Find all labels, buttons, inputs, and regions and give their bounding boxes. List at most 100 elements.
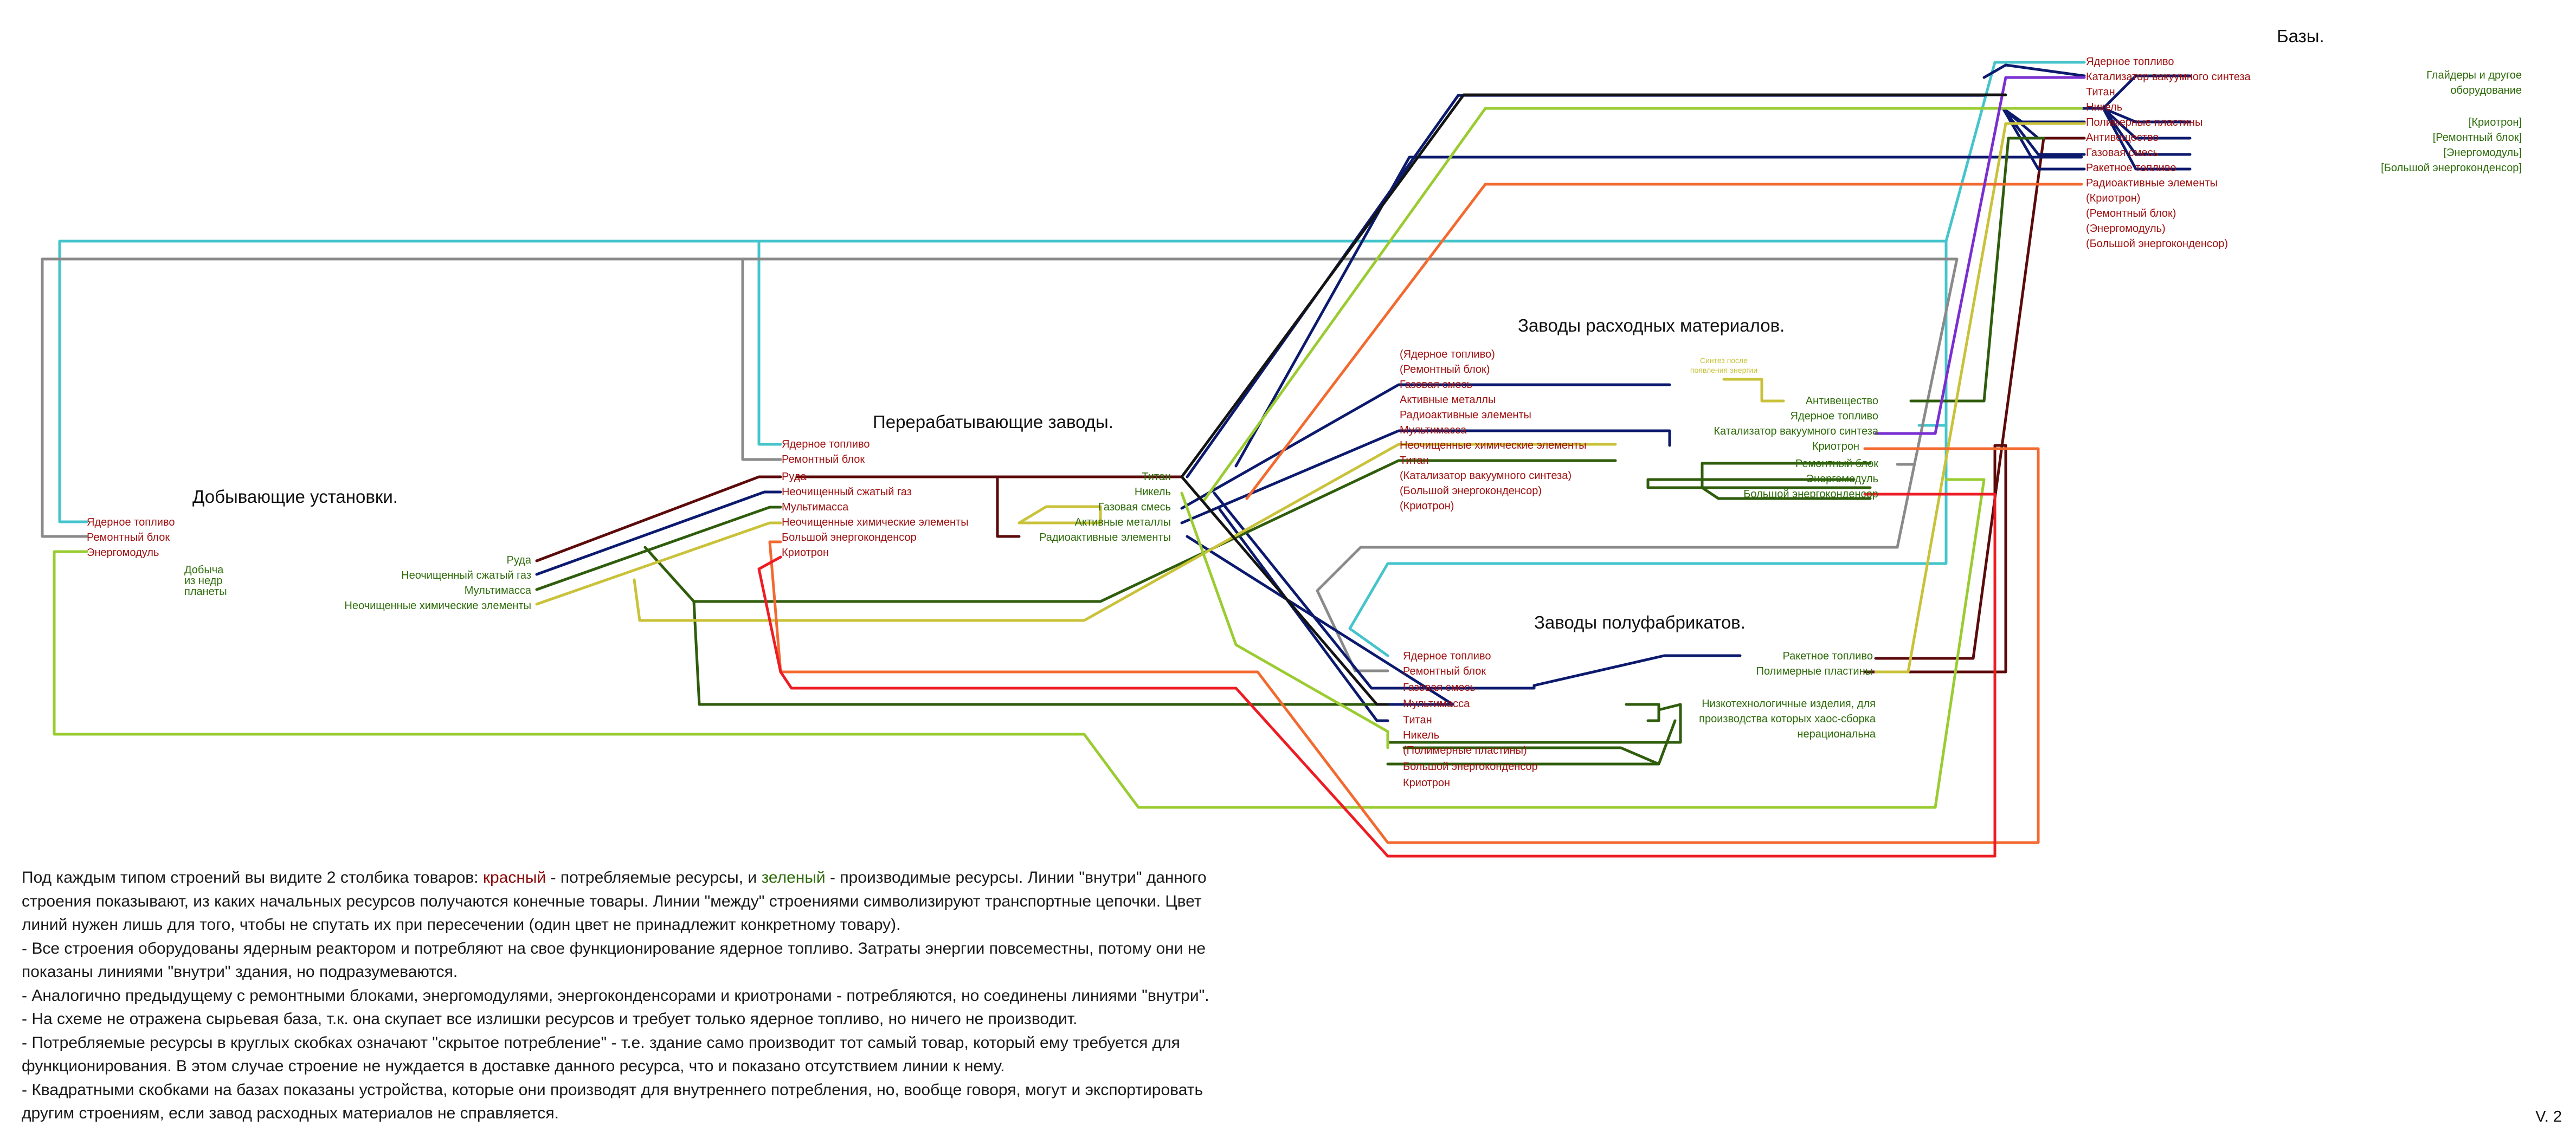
line-energy-module-lightgreen: [53, 107, 2083, 809]
semi-in-7: (Полимерные пластины): [1403, 745, 1527, 756]
consumables-in-10: (Большой энергоконденсор): [1400, 485, 1542, 497]
notes-line: другим строениям, если завод расходных м…: [22, 1104, 559, 1122]
consumables-in-8: Титан: [1400, 455, 1429, 467]
extraction-consumed-1: Ядерное топливо: [87, 516, 175, 528]
notes-line: линий нужен лишь для того, чтобы не спут…: [22, 916, 901, 934]
bases-section: Ядерное топливо Катализатор вакуумного с…: [2086, 56, 2522, 250]
bases-in-10: (Криотрон): [2086, 192, 2140, 204]
consumables-section: (Ядерное топливо) (Ремонтный блок) Газов…: [1400, 348, 1879, 512]
processing-out-3: Газовая смесь: [1098, 501, 1171, 513]
heading-consumables: Заводы расходных материалов.: [1518, 315, 1785, 335]
consumables-note-2: появления энергии: [1690, 366, 1757, 374]
extraction-consumed-2: Ремонтный блок: [87, 532, 170, 543]
consumables-in-5: Радиоактивные элементы: [1400, 409, 1531, 421]
consumables-in-11: (Криотрон): [1400, 500, 1454, 512]
notes-line: - Все строения оборудованы ядерным реакт…: [22, 939, 1206, 957]
bases-in-9: Радиоактивные элементы: [2086, 177, 2218, 189]
consumables-out-1: Антивещество: [1806, 395, 1878, 407]
processing-section: Ядерное топливо Ремонтный блок Руда Неоч…: [782, 438, 1171, 559]
extraction-out-3: Мультимасса: [465, 585, 532, 597]
extraction-source-3: планеты: [184, 586, 227, 598]
line-chemicals-olive: [535, 122, 2086, 674]
notes-line: показаны линиями "внутри" здания, но под…: [22, 963, 458, 981]
consumables-note-1: Синтез после: [1700, 356, 1748, 365]
semi-note-2: производства которых хаос-сборка: [1699, 713, 1876, 725]
notes-line: - Аналогично предыдущему с ремонтными бл…: [22, 986, 1209, 1005]
bases-in-8: Ракетное топливо: [2086, 162, 2176, 174]
extraction-out-4: Неочищенные химические элементы: [344, 600, 531, 612]
consumables-in-4: Активные металлы: [1400, 394, 1496, 406]
extraction-out-2: Неочищенный сжатый газ: [401, 570, 531, 581]
consumables-in-9: (Катализатор вакуумного синтеза): [1400, 470, 1572, 482]
processing-in-7: Большой энергоконденсор: [782, 532, 917, 543]
processing-in-4: Неочищенный сжатый газ: [782, 486, 912, 498]
consumables-out-4: Криотрон: [1812, 441, 1859, 452]
semi-in-3: Газовая смесь: [1403, 682, 1476, 694]
extraction-consumed-3: Энергомодуль: [87, 547, 159, 559]
processing-in-6: Неочищенные химические элементы: [782, 516, 969, 528]
semi-in-9: Криотрон: [1403, 777, 1450, 789]
consumables-out-3: Катализатор вакуумного синтеза: [1714, 425, 1879, 437]
notes-line: строения показывают, из каких начальных …: [22, 892, 1202, 910]
processing-in-3: Руда: [782, 471, 807, 483]
semi-section: Ядерное топливо Ремонтный блок Газовая с…: [1403, 650, 1876, 789]
line-energy-condenser-orange: [768, 183, 2083, 844]
consumables-out-7: Большой энергоконденсор: [1743, 488, 1878, 500]
notes-text: - производимые ресурсы. Линии "внутри" д…: [825, 869, 1207, 886]
bases-out-1a: Глайдеры и другое: [2426, 69, 2522, 81]
heading-extraction: Добывающие установки.: [192, 487, 398, 507]
bases-in-7: Газовая смесь: [2086, 147, 2159, 159]
bases-in-6: Антивещество: [2086, 132, 2159, 144]
consumables-out-6: Энергомодуль: [1806, 473, 1878, 485]
bases-out-2: [Криотрон]: [2469, 117, 2522, 128]
semi-out-2: Полимерные пластины: [1756, 665, 1873, 677]
bases-in-3: Титан: [2086, 86, 2115, 98]
legend-notes: Под каждым типом строений вы видите 2 ст…: [22, 866, 1409, 1125]
consumables-in-7: Неочищенные химические элементы: [1400, 439, 1587, 451]
processing-in-8: Криотрон: [782, 547, 829, 559]
bases-out-4: [Энергомодуль]: [2443, 147, 2522, 159]
bases-in-11: (Ремонтный блок): [2086, 208, 2176, 219]
extraction-source-2: из недр: [184, 575, 222, 587]
notes-line-1: Под каждым типом строений вы видите 2 ст…: [22, 866, 1409, 890]
processing-out-4: Активные металлы: [1075, 516, 1171, 528]
bases-in-5: Полимерные пластины: [2086, 117, 2203, 128]
notes-text: - потребляемые ресурсы, и: [546, 869, 762, 886]
notes-green-word: зеленый: [761, 869, 826, 886]
consumables-in-3: Газовая смесь: [1400, 379, 1472, 391]
consumables-out-5: Ремонтный блок: [1795, 458, 1878, 470]
processing-in-2: Ремонтный блок: [782, 454, 865, 465]
heading-bases: Базы.: [2277, 26, 2324, 46]
version-label: V. 2: [2535, 1108, 2562, 1125]
bases-out-3: [Ремонтный блок]: [2433, 132, 2522, 144]
notes-line: - На схеме не отражена сырьевая база, т.…: [22, 1010, 1078, 1028]
consumables-in-6: Мультимасса: [1400, 424, 1467, 436]
notes-line: функционирования. В этом случае строение…: [22, 1057, 1005, 1075]
processing-out-2: Никель: [1135, 486, 1171, 498]
semi-in-5: Титан: [1403, 714, 1432, 726]
semi-note-3: нерациональна: [1797, 728, 1876, 740]
extraction-source-1: Добыча: [184, 564, 224, 576]
line-multimass-green: [535, 137, 2045, 766]
semi-in-2: Ремонтный блок: [1403, 665, 1486, 677]
bases-in-2: Катализатор вакуумного синтеза: [2086, 71, 2251, 83]
processing-out-5: Радиоактивные элементы: [1039, 532, 1171, 543]
line-catalyst-purple: [1874, 76, 2086, 435]
semi-out-1: Ракетное топливо: [1783, 650, 1873, 662]
line-repair-block-grey: [41, 257, 1959, 672]
bases-out-5: [Большой энергоконденсор]: [2381, 162, 2522, 174]
consumables-in-1: (Ядерное топливо): [1400, 348, 1495, 360]
line-cryotron-red: [757, 493, 1997, 858]
processing-in-1: Ядерное топливо: [782, 438, 870, 450]
extraction-out-1: Руда: [507, 554, 532, 566]
heading-processing: Перерабатывающие заводы.: [873, 412, 1113, 432]
bases-in-12: (Энергомодуль): [2086, 223, 2166, 235]
processing-in-5: Мультимасса: [782, 501, 849, 513]
bases-in-4: Никель: [2086, 101, 2122, 113]
processing-out-1: Титан: [1142, 471, 1171, 483]
bases-in-13: (Большой энергоконденсор): [2086, 238, 2228, 250]
heading-semi: Заводы полуфабрикатов.: [1534, 612, 1746, 632]
semi-in-1: Ядерное топливо: [1403, 650, 1491, 662]
line-titan-black: [1180, 93, 2007, 706]
bases-in-1: Ядерное топливо: [2086, 56, 2174, 68]
